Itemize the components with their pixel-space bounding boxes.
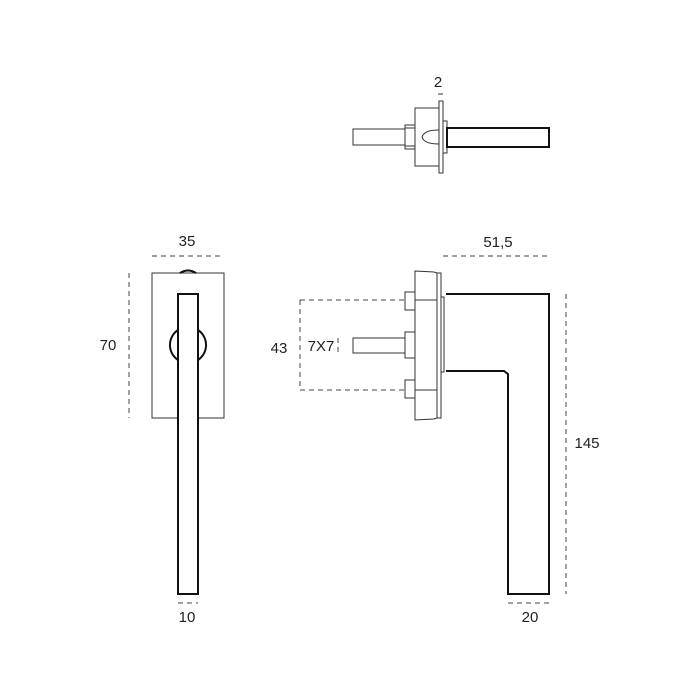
dim-rosette-height: 70 <box>100 337 117 354</box>
dim-lever-width: 10 <box>179 609 196 626</box>
dim-side-lever-width: 20 <box>522 609 539 626</box>
dim-thickness: 2 <box>434 74 442 91</box>
dim-screw-spacing: 43 <box>271 340 288 357</box>
top-view: 2 <box>352 74 550 174</box>
dim-length: 145 <box>574 435 599 452</box>
side-view: 43 7X7 51,5 145 20 <box>271 234 600 626</box>
dim-spindle: 7X7 <box>308 338 335 355</box>
dim-projection: 51,5 <box>483 234 512 251</box>
dim-rosette-width: 35 <box>179 233 196 250</box>
front-view: 35 70 10 <box>100 233 225 626</box>
